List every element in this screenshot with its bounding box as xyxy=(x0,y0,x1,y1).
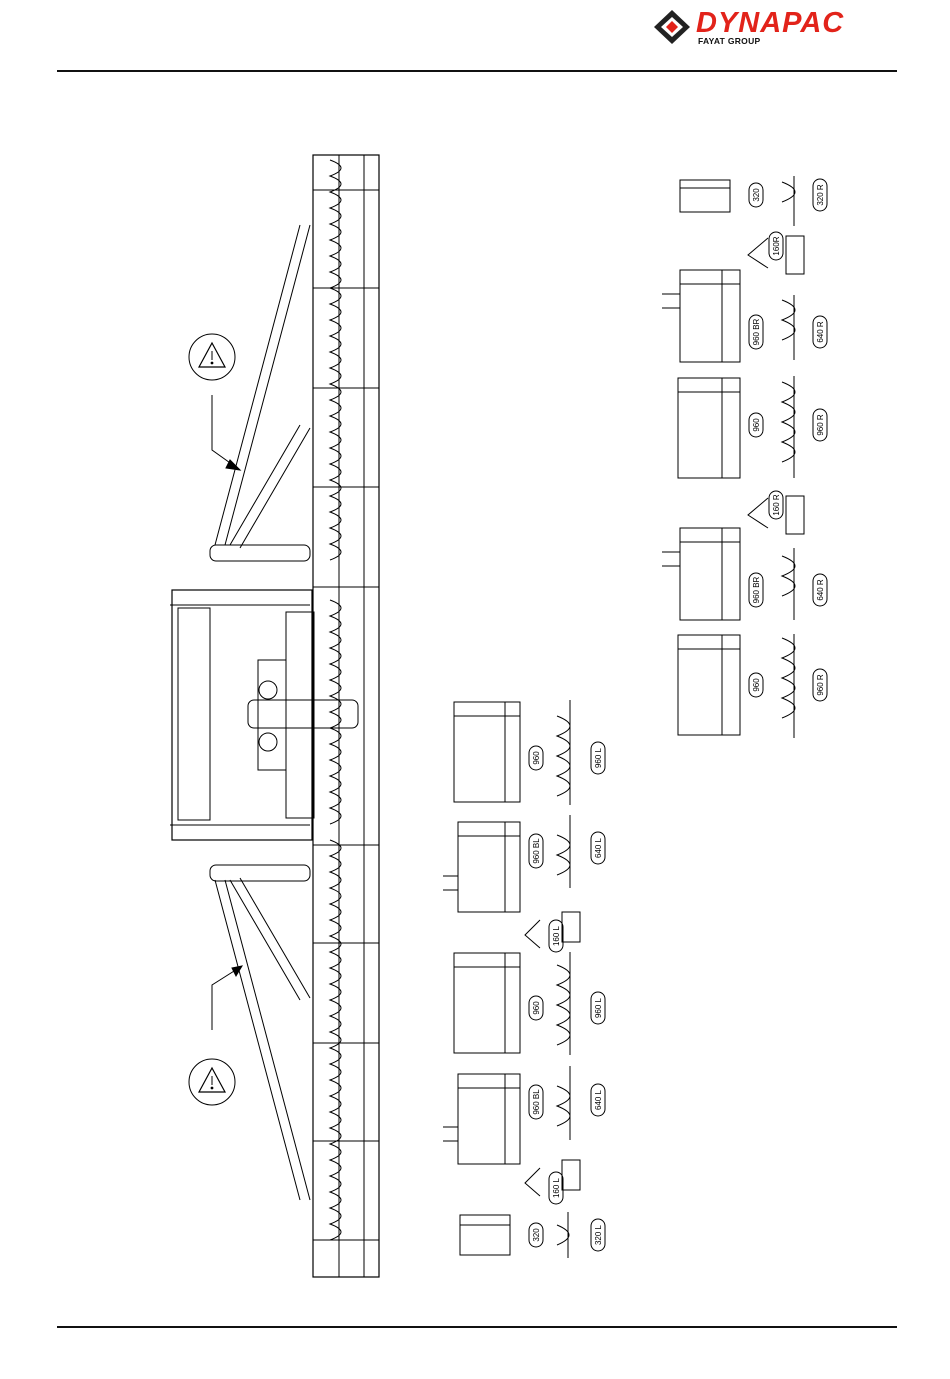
part-label-text: 320 xyxy=(752,188,761,202)
part-label-text: 960 BL xyxy=(532,1089,541,1115)
right-label-group: 320 320 R 960 BR 640 R 160R 960 960 R 96… xyxy=(749,179,827,701)
part-label-text: 320 xyxy=(532,1228,541,1242)
part-label-bearing: 160 R xyxy=(769,491,783,519)
part-label-text: 960 xyxy=(752,678,761,692)
part-label-text: 960 R xyxy=(816,674,825,696)
part-label-box: 960 xyxy=(749,673,763,697)
right-module-960-a xyxy=(678,376,795,478)
part-label-text: 960 xyxy=(532,751,541,765)
warning-triangle-icon xyxy=(189,1059,235,1105)
part-label-text: 160 L xyxy=(552,925,561,946)
left-module-960bl-b xyxy=(443,1066,580,1196)
warning-triangle-icon xyxy=(189,334,235,380)
part-label-box: 960 xyxy=(529,996,543,1020)
part-label-auger: 960 L xyxy=(591,992,605,1024)
left-module-320 xyxy=(460,1212,569,1258)
part-label-auger: 640 R xyxy=(813,574,827,606)
right-module-960-b xyxy=(678,634,795,738)
part-label-bearing: 160 L xyxy=(549,1172,563,1204)
part-label-auger: 320 L xyxy=(591,1219,605,1251)
part-label-text: 960 L xyxy=(594,997,603,1018)
part-label-text: 960 R xyxy=(816,414,825,436)
part-label-text: 960 L xyxy=(594,747,603,768)
part-label-auger: 960 R xyxy=(813,669,827,701)
part-label-box: 960 xyxy=(529,746,543,770)
part-label-text: 640 L xyxy=(594,1089,603,1110)
part-label-box: 960 BR xyxy=(749,315,763,349)
part-label-text: 320 R xyxy=(816,184,825,206)
left-label-group: 960 960 L 960 BL 640 L 160 L 960 960 L 9… xyxy=(529,742,605,1251)
part-label-text: 960 BR xyxy=(752,576,761,603)
part-label-auger: 640 L xyxy=(591,832,605,864)
part-label-box: 960 BL xyxy=(529,1085,543,1119)
part-label-text: 640 R xyxy=(816,321,825,343)
part-label-text: 160R xyxy=(772,236,781,255)
part-label-text: 960 BL xyxy=(532,838,541,864)
part-label-box: 320 xyxy=(749,183,763,207)
part-label-auger: 960 L xyxy=(591,742,605,774)
part-label-text: 960 BR xyxy=(752,318,761,345)
left-module-960-a xyxy=(454,700,570,805)
part-label-auger: 960 R xyxy=(813,409,827,441)
part-label-auger: 640 L xyxy=(591,1084,605,1116)
left-module-960-b xyxy=(454,952,570,1055)
part-label-text: 640 R xyxy=(816,579,825,601)
part-label-text: 160 R xyxy=(772,494,781,516)
part-label-text: 960 xyxy=(752,418,761,432)
screed-main-assembly xyxy=(170,155,379,1277)
part-label-text: 960 xyxy=(532,1001,541,1015)
part-label-auger: 640 R xyxy=(813,316,827,348)
part-label-box: 960 BL xyxy=(529,834,543,868)
part-label-bearing: 160R xyxy=(769,232,783,260)
part-label-text: 640 L xyxy=(594,837,603,858)
part-label-text: 160 L xyxy=(552,1177,561,1198)
part-label-box: 960 BR xyxy=(749,573,763,607)
part-label-box: 960 xyxy=(749,413,763,437)
part-label-auger: 320 R xyxy=(813,179,827,211)
part-label-bearing: 160 L xyxy=(549,920,563,952)
part-label-box: 320 xyxy=(529,1223,543,1247)
part-label-text: 320 L xyxy=(594,1224,603,1245)
right-module-320 xyxy=(680,176,795,226)
